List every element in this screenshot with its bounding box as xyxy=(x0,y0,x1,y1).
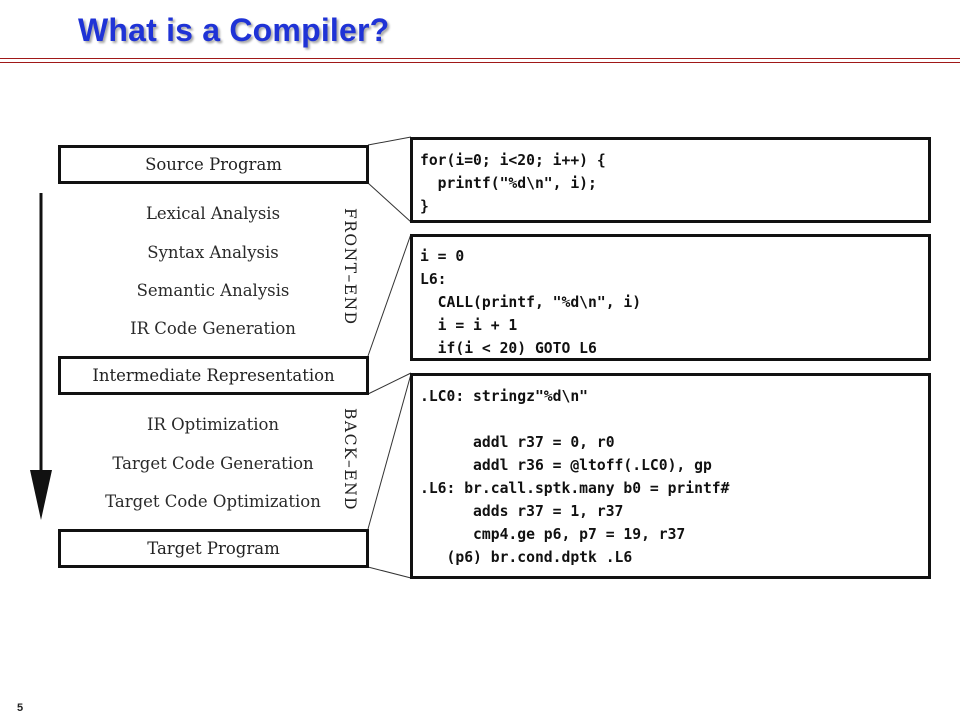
front-end-label: FRONT–END xyxy=(341,208,359,326)
connector-ir-top xyxy=(367,233,412,357)
source-code-line: printf("%d\n", i); xyxy=(420,175,597,192)
connector-target-bottom xyxy=(367,566,412,579)
step-target-code-generation: Target Code Generation xyxy=(112,454,314,473)
source-program-label: Source Program xyxy=(145,155,282,174)
target-code-line: (p6) br.cond.dptk .L6 xyxy=(420,549,633,566)
ir-code-line: CALL(printf, "%d\n", i) xyxy=(420,294,642,311)
connector-ir-bottom xyxy=(367,372,412,395)
connector-target-top xyxy=(367,373,412,530)
step-semantic-analysis: Semantic Analysis xyxy=(136,281,290,300)
intermediate-representation-box: Intermediate Representation xyxy=(58,356,369,395)
target-code-line: addl r36 = @ltoff(.LC0), gp xyxy=(420,457,712,474)
target-code-line: .LC0: stringz"%d\n" xyxy=(420,388,589,405)
target-code-line: adds r37 = 1, r37 xyxy=(420,503,624,520)
target-code-line: addl r37 = 0, r0 xyxy=(420,434,615,451)
target-code-line: cmp4.ge p6, p7 = 19, r37 xyxy=(420,526,686,543)
connector-source-top xyxy=(367,136,412,146)
ir-code-line: i = 0 xyxy=(420,248,465,265)
source-code-line: } xyxy=(420,198,429,215)
connector-source-bottom xyxy=(367,182,412,223)
intermediate-representation-label: Intermediate Representation xyxy=(92,366,335,385)
target-program-box: Target Program xyxy=(58,529,369,568)
back-end-label: BACK–END xyxy=(341,408,359,512)
title-divider-top xyxy=(0,58,960,59)
target-code-line xyxy=(420,408,928,431)
target-program-label: Target Program xyxy=(147,539,280,558)
target-code-line: .L6: br.call.sptk.many b0 = printf# xyxy=(420,480,730,497)
step-lexical-analysis: Lexical Analysis xyxy=(145,204,281,223)
source-program-box: Source Program xyxy=(58,145,369,184)
step-syntax-analysis: Syntax Analysis xyxy=(147,243,279,262)
ir-code-box: i = 0 L6: CALL(printf, "%d\n", i) i = i … xyxy=(410,234,931,361)
ir-code-line: L6: xyxy=(420,271,447,288)
ir-code-line: i = i + 1 xyxy=(420,317,518,334)
ir-code-line: if(i < 20) GOTO L6 xyxy=(420,340,597,357)
source-code-box: for(i=0; i<20; i++) { printf("%d\n", i);… xyxy=(410,137,931,223)
source-code-line: for(i=0; i<20; i++) { xyxy=(420,152,606,169)
page-number: 5 xyxy=(17,702,24,714)
step-ir-optimization: IR Optimization xyxy=(146,415,280,434)
title-divider-bottom xyxy=(0,62,960,63)
target-code-box: .LC0: stringz"%d\n" addl r37 = 0, r0 add… xyxy=(410,373,931,579)
step-target-code-optimization: Target Code Optimization xyxy=(105,492,321,511)
slide-title: What is a Compiler? xyxy=(78,12,390,48)
step-ir-code-generation: IR Code Generation xyxy=(130,319,296,338)
flow-arrow-head xyxy=(30,470,52,520)
